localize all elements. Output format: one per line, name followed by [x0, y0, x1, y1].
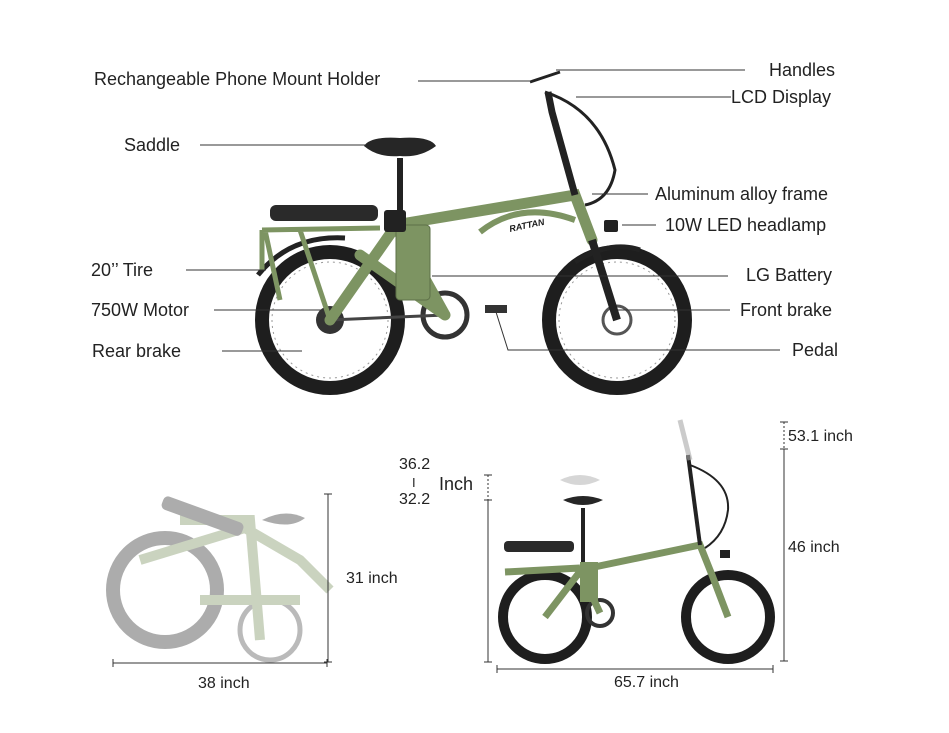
label-handles: Handles — [769, 60, 836, 80]
dim-folded-height: 31 inch — [346, 570, 398, 587]
brand-logo: RATTAN — [508, 217, 545, 234]
label-frame: Aluminum alloy frame — [655, 184, 829, 204]
headlamp — [604, 220, 618, 232]
dim-height: 46 inch — [788, 539, 840, 556]
fork — [588, 238, 621, 322]
label-motor: 750W Motor — [91, 300, 190, 320]
dimension-lines — [112, 421, 788, 673]
dim-handle-max-height: 53.1 inch — [788, 428, 853, 445]
leader-lines — [186, 69, 780, 352]
label-front-brake: Front brake — [740, 300, 833, 320]
label-phone-mount: Rechangeable Phone Mount Holder — [94, 69, 381, 89]
dim-folded-length: 38 inch — [198, 675, 250, 692]
front-fender — [573, 244, 641, 265]
folded-bike — [106, 496, 334, 663]
rear-seat-pad — [270, 205, 378, 221]
main-bike: RATTAN — [255, 70, 692, 395]
stem — [544, 91, 579, 196]
dim-seat-min: 32.2 — [399, 491, 431, 508]
pedal — [485, 305, 507, 313]
side-bike — [498, 419, 775, 664]
front-wheel — [542, 245, 692, 395]
rear-fender — [256, 235, 346, 277]
label-headlamp: 10W LED headlamp — [665, 215, 827, 235]
rear-rack — [259, 225, 381, 321]
dim-seat-unit: Inch — [439, 474, 474, 494]
battery — [395, 224, 431, 301]
label-battery: LG Battery — [746, 265, 833, 285]
brake-disc — [601, 304, 633, 336]
rear-wheel — [255, 245, 405, 395]
handlebar — [529, 70, 617, 207]
label-saddle: Saddle — [124, 135, 181, 155]
dim-seat-max: 36.2 — [399, 456, 431, 473]
label-pedal: Pedal — [792, 340, 839, 360]
saddle — [364, 137, 436, 157]
label-lcd: LCD Display — [731, 87, 832, 107]
dim-seat-separator: I — [412, 475, 416, 490]
label-rear-brake: Rear brake — [92, 341, 182, 361]
dim-length: 65.7 inch — [614, 674, 679, 691]
label-tire: 20’’ Tire — [91, 260, 154, 280]
